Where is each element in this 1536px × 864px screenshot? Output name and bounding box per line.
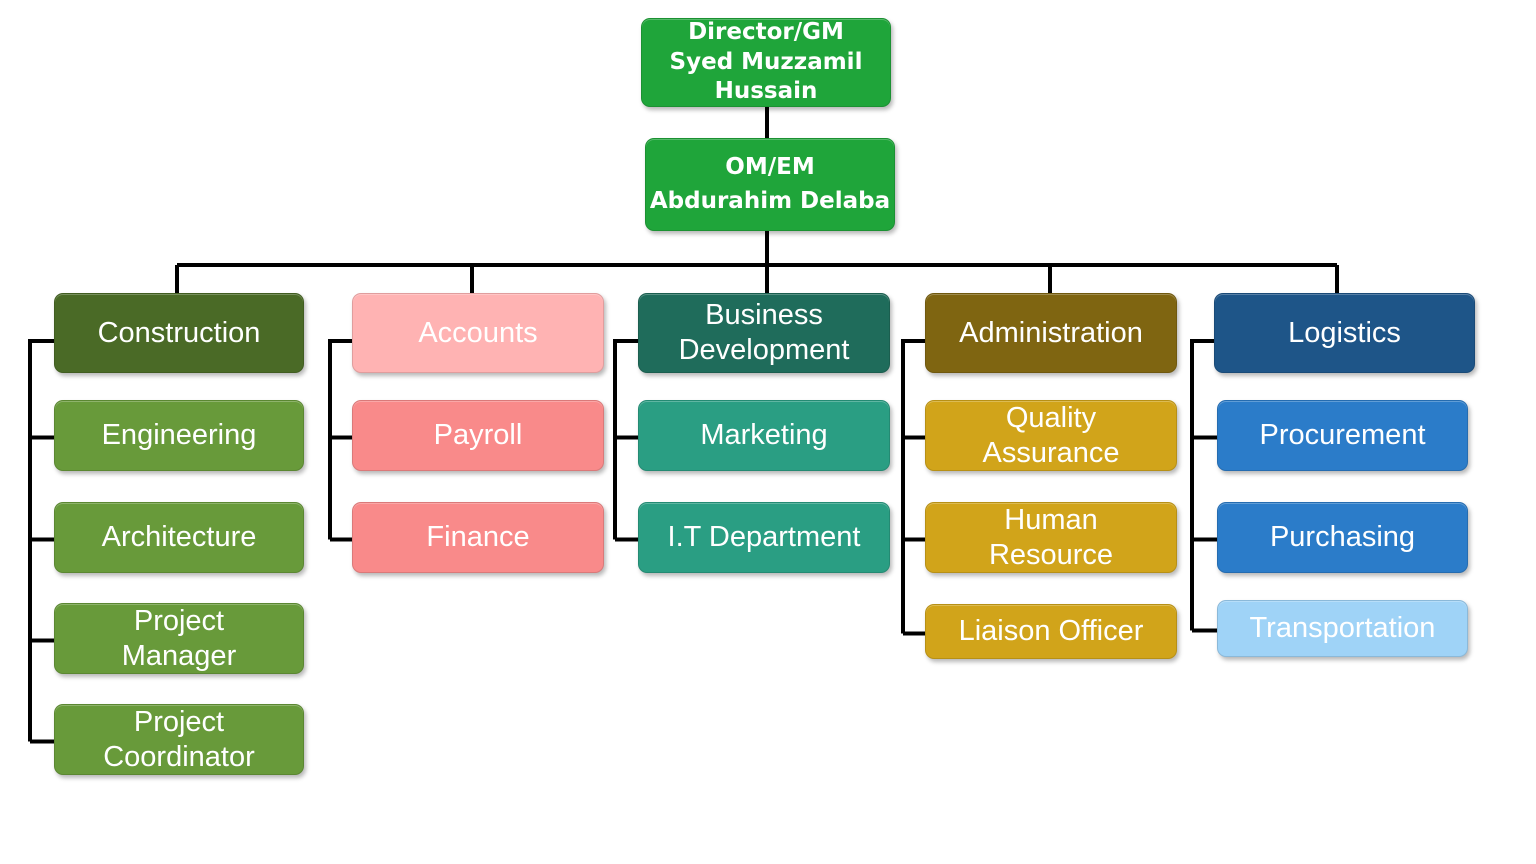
- manager-line: Abdurahim Delaba: [649, 187, 891, 214]
- spine-administration: [901, 339, 925, 634]
- spine-construction: [28, 339, 54, 742]
- spine-logistics: [1190, 339, 1214, 631]
- sub-purchasing[interactable]: Purchasing: [1217, 502, 1468, 573]
- sub-i-t-department[interactable]: I.T Department: [638, 502, 890, 573]
- director-line: Director/GM: [688, 19, 844, 46]
- dept-administration[interactable]: Administration: [925, 293, 1177, 373]
- sub-architecture[interactable]: Architecture: [54, 502, 304, 573]
- spine-accounts: [328, 339, 352, 540]
- director-line: Hussain: [714, 78, 818, 105]
- dept-accounts[interactable]: Accounts: [352, 293, 604, 373]
- sub-project-coordinator[interactable]: Project Coordinator: [54, 704, 304, 775]
- dept-construction[interactable]: Construction: [54, 293, 304, 373]
- sub-marketing[interactable]: Marketing: [638, 400, 890, 471]
- sub-liaison-officer[interactable]: Liaison Officer: [925, 604, 1177, 659]
- manager-line: OM/EM: [725, 154, 815, 181]
- sub-human-resource[interactable]: Human Resource: [925, 502, 1177, 573]
- sub-project-manager[interactable]: Project Manager: [54, 603, 304, 674]
- director-line: Syed Muzzamil: [669, 48, 863, 75]
- sub-quality-assurance[interactable]: Quality Assurance: [925, 400, 1177, 471]
- dept-logistics[interactable]: Logistics: [1214, 293, 1475, 373]
- dept-business-development[interactable]: Business Development: [638, 293, 890, 373]
- manager-box[interactable]: OM/EM Abdurahim Delaba: [645, 138, 895, 231]
- sub-transportation[interactable]: Transportation: [1217, 600, 1468, 657]
- sub-finance[interactable]: Finance: [352, 502, 604, 573]
- sub-payroll[interactable]: Payroll: [352, 400, 604, 471]
- sub-engineering[interactable]: Engineering: [54, 400, 304, 471]
- sub-procurement[interactable]: Procurement: [1217, 400, 1468, 471]
- spine-business-development: [613, 339, 638, 540]
